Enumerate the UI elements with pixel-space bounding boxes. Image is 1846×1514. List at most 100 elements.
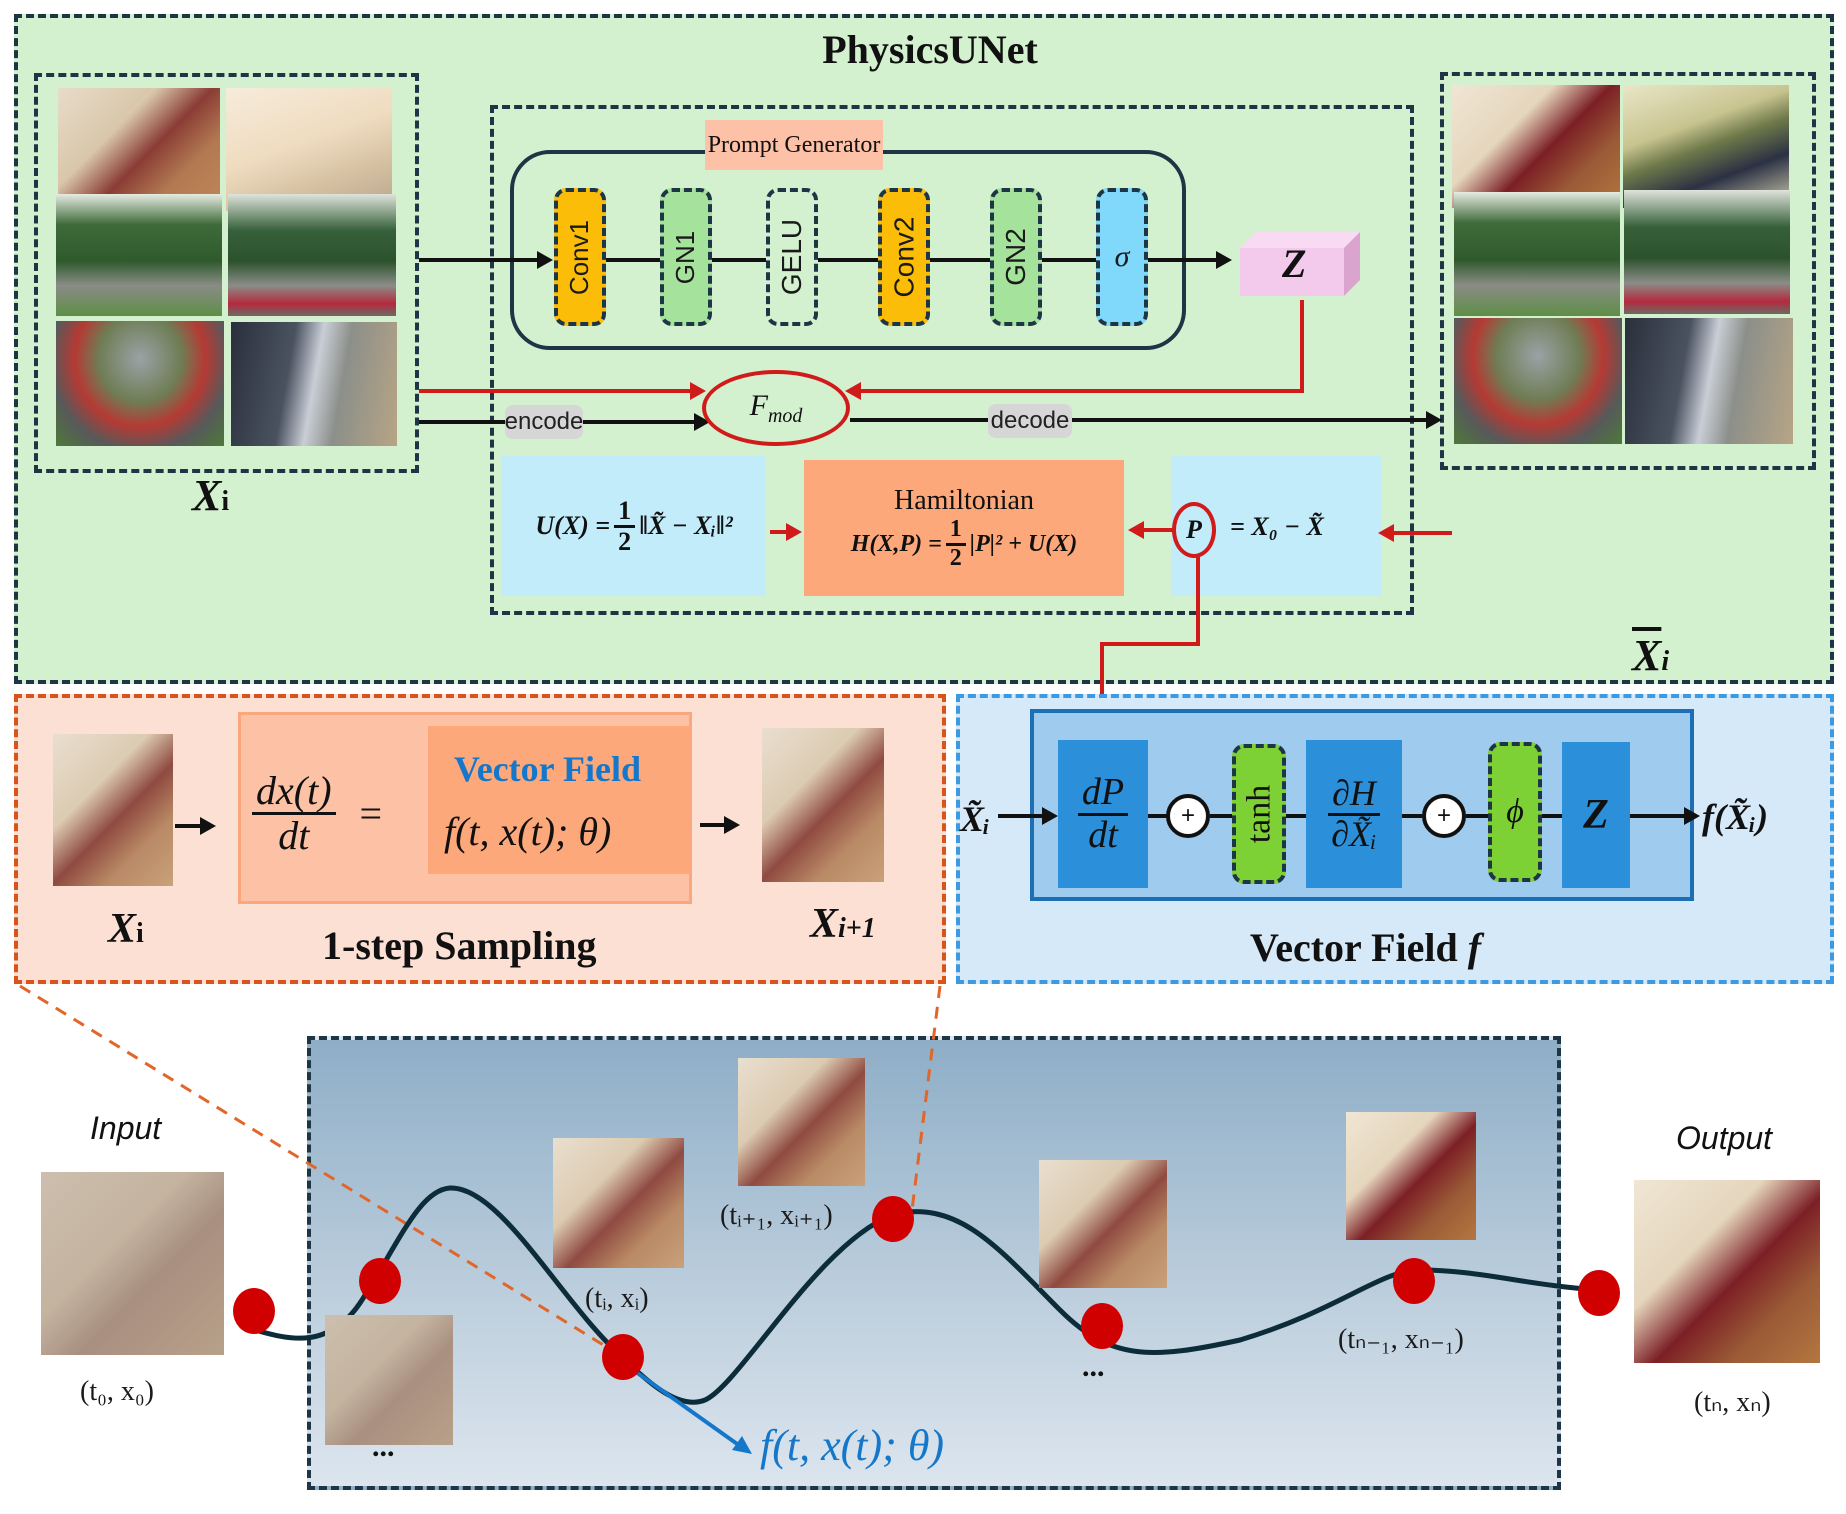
unet-core-region <box>490 105 1414 615</box>
trajectory-panel <box>307 1036 1561 1490</box>
vf-output-arrow <box>1684 807 1700 825</box>
prompt-generator-title: Prompt Generator <box>705 120 883 170</box>
hamiltonian-lhs: H(X,P) = <box>850 530 942 557</box>
vf-block-z: Z <box>1562 742 1630 888</box>
hamiltonian-rhs: |P|² + U(X) <box>969 530 1078 557</box>
trajectory-step-image-i <box>553 1138 684 1268</box>
p-to-vf-line <box>1100 642 1104 728</box>
trajectory-point-ti <box>602 1334 644 1380</box>
output-image-street-car <box>1624 190 1790 314</box>
input-to-pg-line <box>419 258 539 262</box>
decode-label: decode <box>988 404 1072 438</box>
input-to-pg-arrow <box>537 251 553 269</box>
vf-block-tanh: tanh <box>1232 744 1286 884</box>
z-to-fmod-line <box>856 389 1304 393</box>
sampling-input-arrow-line <box>175 824 203 828</box>
sampling-output-label: Xi+1 <box>810 901 876 947</box>
potential-to-hamiltonian-arrow <box>786 523 802 541</box>
trajectory-ellipsis-2: ... <box>1082 1350 1105 1383</box>
vf-output-label: f(X̃ᵢ) <box>1702 797 1769 837</box>
trajectory-point-ti1 <box>872 1196 914 1242</box>
sigma-to-z-arrow <box>1216 251 1232 269</box>
tangent-vector-label: f(t, x(t); θ) <box>760 1421 945 1470</box>
vf-block-dh-dx: ∂H∂X̃ᵢ <box>1306 740 1402 888</box>
ode-rhs-box <box>428 726 690 874</box>
sampling-vf-title: Vector Field <box>454 749 641 789</box>
z-to-fmod-line <box>1300 300 1304 392</box>
input-image-hazy-room <box>58 88 220 208</box>
vf-add-node-1: + <box>1166 794 1210 838</box>
vf-output-line <box>1630 814 1686 818</box>
decode-arrow <box>1426 411 1442 429</box>
trajectory-point-t0 <box>233 1288 275 1334</box>
sampling-title: 1-step Sampling <box>322 923 597 968</box>
vf-connector <box>1402 814 1422 818</box>
pg-block-gn1: GN1 <box>660 188 712 326</box>
input-to-fmod-line <box>419 389 694 393</box>
input-image-street-car <box>228 194 396 316</box>
trajectory-output-title: Output <box>1676 1120 1773 1156</box>
encode-label: encode <box>505 405 583 439</box>
output-to-momentum-line <box>1392 531 1452 535</box>
input-image-park-road <box>56 194 222 316</box>
output-to-momentum-arrow <box>1378 524 1394 542</box>
vf-connector <box>1286 814 1306 818</box>
pg-block-gn2: GN2 <box>990 188 1042 326</box>
pg-connector <box>1042 258 1096 262</box>
trajectory-step-image-1 <box>325 1315 453 1445</box>
ode-trajectory-curve <box>254 1185 1601 1405</box>
input-image-parked-cars <box>231 322 397 446</box>
output-image-park-road <box>1454 192 1620 316</box>
input-image-model-train <box>56 321 224 446</box>
z-prompt-label: Z <box>1282 241 1307 286</box>
sampling-input-arrow <box>200 817 216 835</box>
pg-block-conv2: Conv2 <box>878 188 930 326</box>
hamiltonian-title: Hamiltonian <box>894 485 1034 517</box>
output-image-parked-cars <box>1625 318 1793 444</box>
vf-input-arrow <box>1042 807 1058 825</box>
point-label-tn: (tₙ, xₙ) <box>1694 1387 1771 1418</box>
trajectory-point-1 <box>359 1258 401 1304</box>
tangent-vector-line <box>634 1370 742 1448</box>
z-to-fmod-arrow <box>845 382 861 400</box>
trajectory-step-image-n1 <box>1346 1112 1476 1240</box>
momentum-to-hamiltonian-line <box>1143 528 1175 532</box>
vf-connector <box>1542 814 1562 818</box>
ode-rhs: f(t, x(t); θ) <box>444 809 612 854</box>
sampling-output-arrow <box>724 816 740 834</box>
sigma-to-z-line <box>1148 258 1218 262</box>
physicsunet-title: PhysicsUNet <box>822 27 1038 72</box>
trajectory-input-image <box>41 1172 224 1355</box>
trajectory-point-tn1 <box>1393 1258 1435 1304</box>
trajectory-input-title: Input <box>90 1110 162 1146</box>
vector-field-title: Vector Field f <box>1250 925 1482 970</box>
pg-block-conv1: Conv1 <box>554 188 606 326</box>
decode-line <box>850 418 1430 422</box>
p-to-vf-line <box>1100 642 1200 646</box>
point-label-ti1: (tᵢ₊₁, xᵢ₊₁) <box>720 1200 833 1231</box>
pg-connector <box>712 258 766 262</box>
vf-add-node-2: + <box>1422 794 1466 838</box>
momentum-to-hamiltonian-arrow <box>1128 521 1144 539</box>
output-image-restored-room <box>1452 85 1620 208</box>
input-label-xi: Xi <box>192 471 230 520</box>
potential-to-hamiltonian-line <box>770 530 790 534</box>
vf-connector <box>1148 814 1168 818</box>
vf-connector <box>1210 814 1232 818</box>
vf-input-label: X̃ᵢ <box>960 799 991 839</box>
output-image-restored-bedroom <box>1623 85 1789 208</box>
pg-connector <box>606 258 660 262</box>
input-image-grid <box>34 73 419 473</box>
output-image-model-train <box>1454 318 1622 444</box>
momentum-definition: = X₀ − X̃ <box>1230 512 1324 541</box>
pg-block-gelu: GELU <box>766 188 818 326</box>
input-to-fmod-arrow <box>690 382 706 400</box>
trajectory-point-tn <box>1578 1270 1620 1316</box>
point-label-t0: (t₀, x₀) <box>80 1376 154 1407</box>
trajectory-point-mid <box>1081 1303 1123 1349</box>
momentum-p-node: P <box>1172 502 1216 558</box>
